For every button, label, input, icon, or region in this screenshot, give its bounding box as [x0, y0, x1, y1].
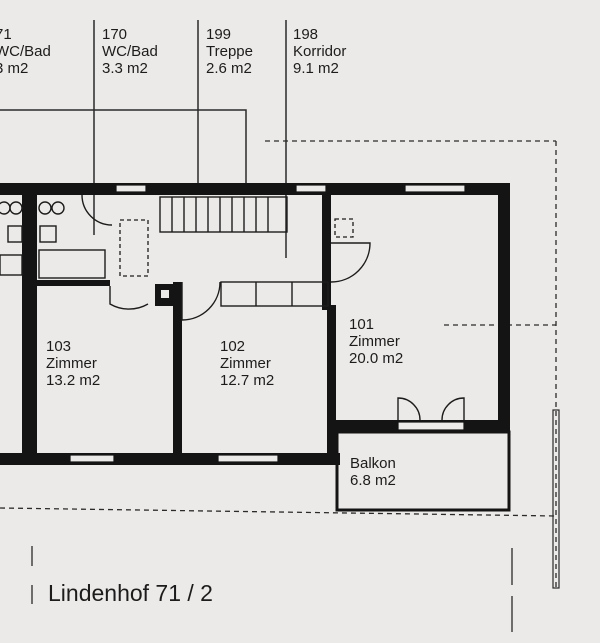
room-102-label: 102 Zimmer 12.7 m2	[220, 338, 274, 389]
callout-199: 199 Treppe 2.6 m2	[206, 26, 253, 77]
balcony-outline	[335, 430, 511, 512]
callout-name: Treppe	[206, 43, 253, 60]
callout-name: WC/Bad	[102, 43, 158, 60]
room-103-label: 103 Zimmer 13.2 m2	[46, 338, 100, 389]
room-name: Balkon	[350, 455, 396, 472]
callout-171: 71 WC/Bad 3 m2	[0, 26, 51, 77]
callout-number: 199	[206, 26, 232, 43]
callout-number: 170	[102, 26, 128, 43]
column-void	[161, 290, 169, 298]
side-rail	[552, 409, 560, 589]
callout-leaders	[0, 20, 287, 258]
callout-area: 2.6 m2	[206, 60, 252, 77]
callout-name: Korridor	[293, 43, 347, 60]
room-area: 12.7 m2	[220, 372, 275, 389]
callout-area: 3 m2	[0, 60, 29, 77]
plan-caption: Lindenhof 71 / 2	[48, 580, 213, 606]
balkon-label: Balkon 6.8 m2	[350, 455, 396, 489]
room-name: Zimmer	[220, 355, 271, 372]
room-area: 6.8 m2	[350, 472, 396, 489]
room-number: 102	[220, 338, 246, 355]
wardrobe	[220, 281, 329, 307]
fixtures	[119, 218, 354, 277]
room-area: 13.2 m2	[46, 372, 101, 389]
callout-number: 198	[293, 26, 319, 43]
room-101-label: 101 Zimmer 20.0 m2	[349, 316, 403, 367]
door-swings	[81, 194, 465, 421]
room-name: Zimmer	[349, 333, 400, 350]
callout-area: 9.1 m2	[293, 60, 339, 77]
bathroom-fixtures	[0, 201, 106, 279]
room-number: 103	[46, 338, 72, 355]
stair	[159, 196, 288, 233]
room-number: 101	[349, 316, 375, 333]
callout-198: 198 Korridor 9.1 m2	[293, 26, 346, 77]
callout-number: 71	[0, 26, 12, 43]
room-name: Zimmer	[46, 355, 97, 372]
room-area: 20.0 m2	[349, 350, 404, 367]
callout-name: WC/Bad	[0, 43, 51, 60]
windows	[69, 184, 466, 463]
callout-area: 3.3 m2	[102, 60, 148, 77]
callout-170: 170 WC/Bad 3.3 m2	[102, 26, 158, 77]
